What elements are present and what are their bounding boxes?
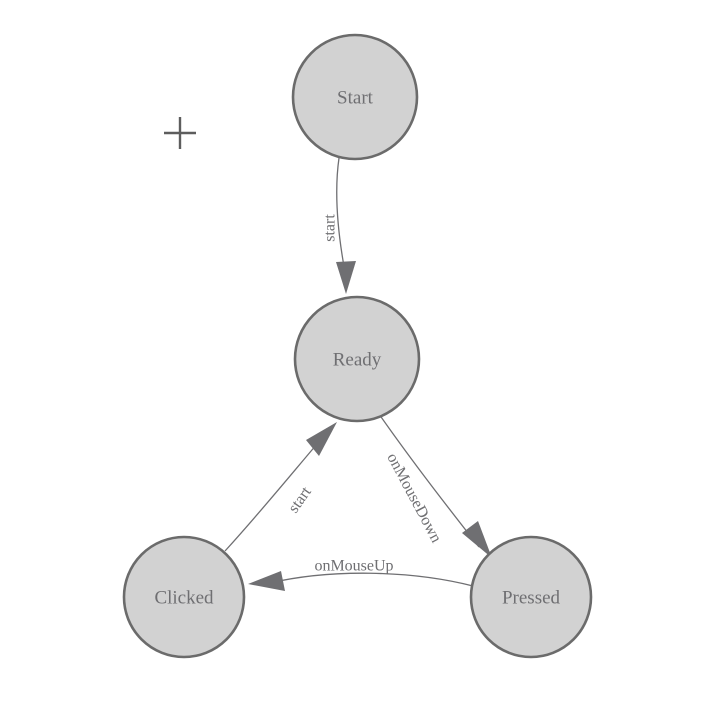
- edge-ready-to-pressed[interactable]: onMouseDown: [378, 413, 492, 558]
- edge-clicked-to-ready-arrowhead: [306, 422, 337, 456]
- state-node-start[interactable]: Start: [291, 33, 419, 161]
- state-node-clicked[interactable]: Clicked: [122, 535, 246, 659]
- edge-label-start-to-ready: start: [322, 214, 339, 242]
- state-node-pressed-circle: [469, 535, 593, 659]
- edge-start-to-ready-arrowhead: [336, 261, 356, 294]
- edge-label-ready-to-pressed: onMouseDown: [383, 450, 444, 545]
- state-node-clicked-circle: [122, 535, 246, 659]
- state-node-start-label: Start: [337, 88, 374, 109]
- edge-label-clicked-to-ready: start: [285, 483, 315, 516]
- crosshair-icon: [164, 117, 196, 149]
- edge-pressed-to-clicked-arrowhead: [248, 571, 285, 591]
- state-node-clicked-label: Clicked: [154, 588, 214, 609]
- state-node-pressed-label: Pressed: [502, 588, 561, 609]
- edge-start-to-ready[interactable]: start: [322, 157, 357, 294]
- edge-clicked-to-ready[interactable]: start: [224, 422, 337, 552]
- state-node-pressed[interactable]: Pressed: [469, 535, 593, 659]
- state-node-ready-label: Ready: [333, 350, 382, 371]
- edge-label-pressed-to-clicked: onMouseUp: [314, 558, 393, 575]
- state-node-ready-circle: [293, 295, 421, 423]
- edge-pressed-to-clicked[interactable]: onMouseUp: [248, 558, 474, 592]
- state-node-ready[interactable]: Ready: [293, 295, 421, 423]
- edge-pressed-to-clicked-path: [269, 572, 474, 587]
- state-node-start-circle: [291, 33, 419, 161]
- edge-ready-to-pressed-arrowhead: [462, 521, 492, 558]
